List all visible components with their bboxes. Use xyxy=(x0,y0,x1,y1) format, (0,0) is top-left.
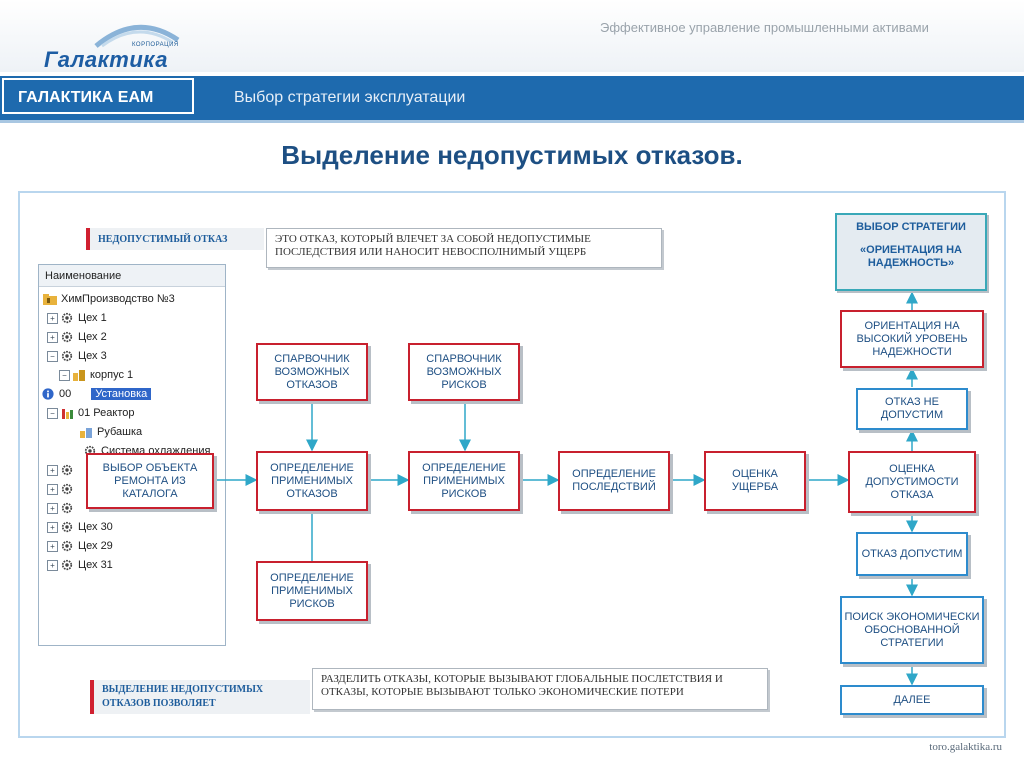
callout-definition: ЭТО ОТКАЗ, КОТОРЫЙ ВЛЕЧЕТ ЗА СОБОЙ НЕДОП… xyxy=(266,228,662,268)
collapse-icon[interactable]: − xyxy=(47,407,58,419)
collapse-icon[interactable]: − xyxy=(47,350,58,362)
section-title: Выбор стратегии эксплуатации xyxy=(234,89,466,106)
gear-icon xyxy=(61,483,73,495)
callout-label-unacceptable: НЕДОПУСТИМЫЙ ОТКАЗ xyxy=(86,228,264,250)
logo-subtitle: КОРПОРАЦИЯ xyxy=(132,42,179,48)
logo-arc-icon xyxy=(94,25,180,48)
box-def-risks: ОПРЕДЕЛЕНИЕ ПРИМЕНИМЫХ РИСКОВ xyxy=(408,451,520,511)
tree-row-ceh31[interactable]: + Цех 31 xyxy=(47,556,113,574)
expand-icon[interactable]: + xyxy=(47,464,58,476)
tree-row-hidden1[interactable]: + xyxy=(47,461,78,479)
tree-label: Рубашка xyxy=(97,426,143,438)
tree-row-hidden3[interactable]: + xyxy=(47,499,78,517)
tree-label: корпус 1 xyxy=(90,369,134,381)
gear-icon xyxy=(61,312,73,324)
expand-icon[interactable]: + xyxy=(47,502,58,514)
callout-label-benefit: ВЫДЕЛЕНИЕ НЕДОПУСТИМЫХ ОТКАЗОВ ПОЗВОЛЯЕТ xyxy=(90,680,310,714)
gear-icon xyxy=(61,350,73,362)
gear-icon xyxy=(61,464,73,476)
tree-row-ceh2[interactable]: + Цех 2 xyxy=(47,328,107,346)
box-ref-failures: СПАРВОЧНИК ВОЗМОЖНЫХ ОТКАЗОВ xyxy=(256,343,368,401)
tree-row-hidden2[interactable]: + xyxy=(47,480,78,498)
expand-icon[interactable]: + xyxy=(47,559,58,571)
box-acceptable: ОТКАЗ ДОПУСТИМ xyxy=(856,532,968,576)
tree-label: Цех 31 xyxy=(78,559,113,571)
folder-icon xyxy=(43,294,57,306)
reactor-icon xyxy=(62,409,73,420)
box-def-consequences: ОПРЕДЕЛЕНИЕ ПОСЛЕДСТВИЙ xyxy=(558,451,670,511)
brand-label: ГАЛАКТИКА ЕАМ xyxy=(2,78,194,114)
tree-row-ustanovka[interactable]: 00 Установка xyxy=(41,385,223,403)
gear-icon xyxy=(61,540,73,552)
tagline: Эффективное управление промышленными акт… xyxy=(600,20,929,35)
tree-row-rubashka[interactable]: Рубашка xyxy=(79,423,142,441)
box-economic: ПОИСК ЭКОНОМИЧЕСКИ ОБОСНОВАННОЙ СТРАТЕГИ… xyxy=(840,596,984,664)
box-def-risks-bottom: ОПРЕДЕЛЕНИЕ ПРИМЕНИМЫХ РИСКОВ xyxy=(256,561,368,621)
gear-icon xyxy=(61,502,73,514)
box-damage: ОЦЕНКА УЩЕРБА xyxy=(704,451,806,511)
box-high-reliability: ОРИЕНТАЦИЯ НА ВЫСОКИЙ УРОВЕНЬ НАДЕЖНОСТИ xyxy=(840,310,984,368)
box-def-failures: ОПРЕДЕЛЕНИЕ ПРИМЕНИМЫХ ОТКАЗОВ xyxy=(256,451,368,511)
tree-label: Цех 1 xyxy=(78,312,107,324)
tree-label: Цех 30 xyxy=(78,521,113,533)
gear-icon xyxy=(61,559,73,571)
box-not-acceptable: ОТКАЗ НЕ ДОПУСТИМ xyxy=(856,388,968,430)
tree-column-header[interactable]: Наименование xyxy=(39,265,225,287)
gear-icon xyxy=(61,521,73,533)
tree-row-korpus1[interactable]: − корпус 1 xyxy=(59,366,133,384)
strategy-label: ВЫБОР СТРАТЕГИИ xyxy=(856,221,966,233)
box-acceptability: ОЦЕНКА ДОПУСТИМОСТИ ОТКАЗА xyxy=(848,451,976,513)
strategy-box: ВЫБОР СТРАТЕГИИ «ОРИЕНТАЦИЯ НА НАДЕЖНОСТ… xyxy=(835,213,987,291)
tree-label: Цех 3 xyxy=(78,350,107,362)
expand-icon[interactable]: + xyxy=(47,331,58,343)
logo: Галактика xyxy=(44,47,168,72)
tree-label-code: 00 xyxy=(59,388,72,400)
tree-label: Цех 29 xyxy=(78,540,113,552)
expand-icon[interactable]: + xyxy=(47,312,58,324)
collapse-icon[interactable]: − xyxy=(59,369,70,381)
tree-row-ceh1[interactable]: + Цех 1 xyxy=(47,309,107,327)
footer-url: toro.galaktika.ru xyxy=(929,741,1002,753)
box-next: ДАЛЕЕ xyxy=(840,685,984,715)
expand-icon[interactable]: + xyxy=(47,521,58,533)
title-bar: ГАЛАКТИКА ЕАМ Выбор стратегии эксплуатац… xyxy=(0,76,1024,123)
info-icon xyxy=(42,388,54,400)
box-ref-risks: СПАРВОЧНИК ВОЗМОЖНЫХ РИСКОВ xyxy=(408,343,520,401)
tree-row-ceh3[interactable]: − Цех 3 xyxy=(47,347,107,365)
tree-row-reactor[interactable]: − 01 Реактор xyxy=(47,404,134,422)
building-icon xyxy=(73,370,85,382)
strategy-value: «ОРИЕНТАЦИЯ НА НАДЕЖНОСТЬ» xyxy=(860,244,962,269)
expand-icon[interactable]: + xyxy=(47,483,58,495)
gear-icon xyxy=(61,331,73,343)
page-title: Выделение недопустимых отказов. xyxy=(281,140,743,170)
tree-label: Цех 2 xyxy=(78,331,107,343)
tree-label: 01 Реактор xyxy=(78,407,135,419)
content-frame xyxy=(18,191,1006,738)
tree-selected-item[interactable]: Установка xyxy=(91,388,152,400)
box-select-object: ВЫБОР ОБЪЕКТА РЕМОНТА ИЗ КАТАЛОГА xyxy=(86,453,214,509)
tree-label: ХимПроизводство №3 xyxy=(61,293,175,305)
tree-row-ceh29[interactable]: + Цех 29 xyxy=(47,537,113,555)
callout-benefit: РАЗДЕЛИТЬ ОТКАЗЫ, КОТОРЫЕ ВЫЗЫВАЮТ ГЛОБА… xyxy=(312,668,768,710)
component-icon xyxy=(80,428,92,439)
tree-row-ceh30[interactable]: + Цех 30 xyxy=(47,518,113,536)
expand-icon[interactable]: + xyxy=(47,540,58,552)
tree-row-plant[interactable]: ХимПроизводство №3 xyxy=(43,290,175,308)
